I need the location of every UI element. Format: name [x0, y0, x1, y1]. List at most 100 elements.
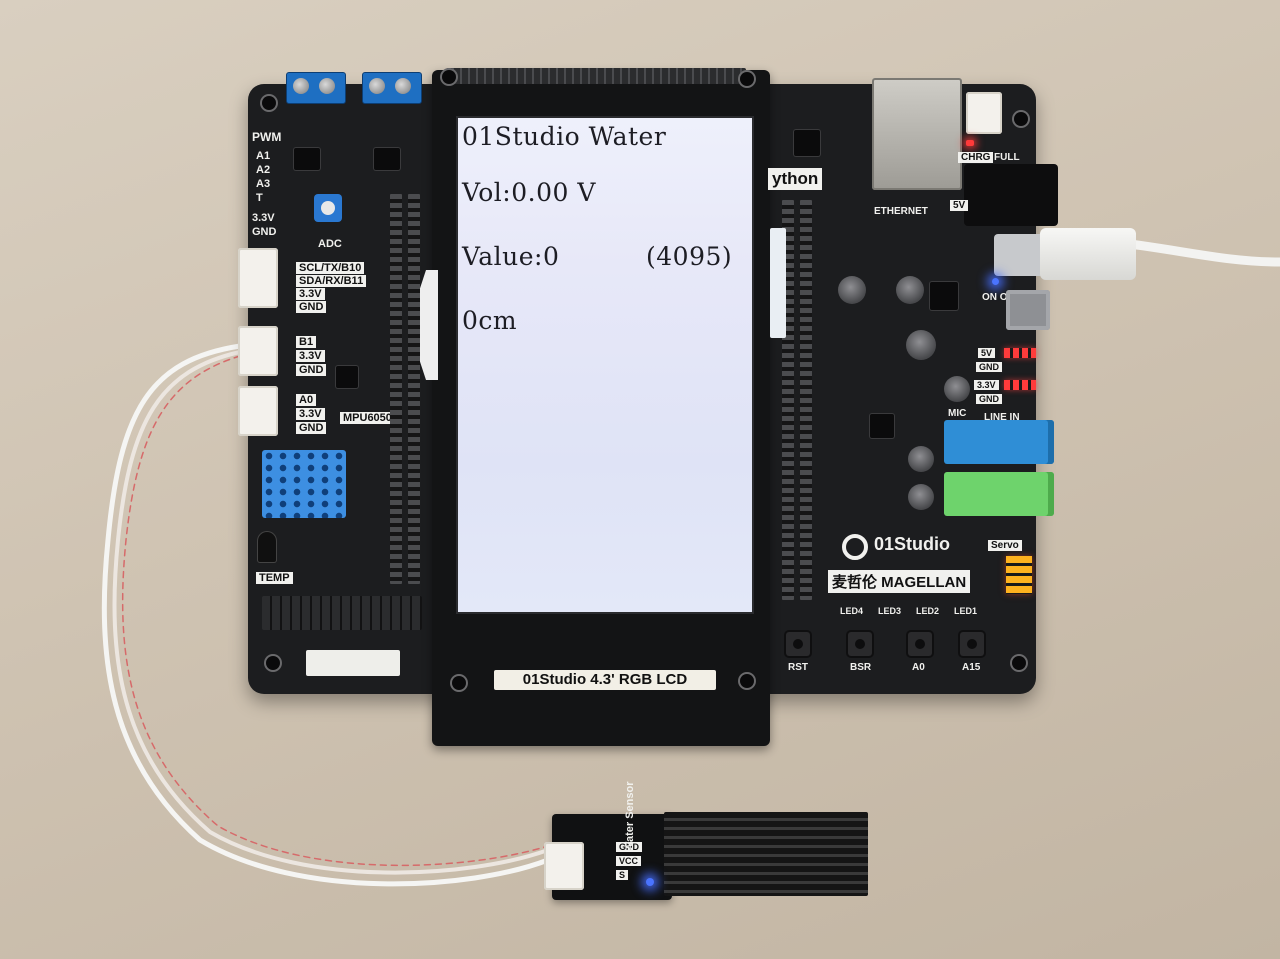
a15-button[interactable] [960, 632, 984, 656]
power-switch[interactable] [1006, 290, 1050, 330]
screw-hole [740, 674, 754, 688]
lcd-raw-value: (4095) [646, 242, 733, 271]
capacitor [908, 484, 934, 510]
sensor-pin-label: GND [616, 842, 642, 852]
lcd-screen: 01Studio Water Vol:0.00 V Value:0 (4095)… [456, 116, 754, 614]
power-label: GND [976, 362, 1002, 372]
brand-label: 01Studio [874, 534, 951, 554]
button-label: RST [788, 662, 808, 673]
reset-button[interactable] [786, 632, 810, 656]
dc-jack[interactable] [964, 164, 1058, 226]
flex-cable [770, 228, 786, 338]
capacitor [906, 330, 936, 360]
jst-connector-sensor[interactable] [238, 326, 278, 376]
water-sensor-traces [664, 812, 868, 896]
full-label: FULL [994, 152, 1020, 163]
red-header [1004, 380, 1036, 390]
usb-cable [1125, 239, 1280, 267]
audio-codec [870, 414, 894, 438]
power-led [992, 278, 999, 285]
header-label: 3.3V [296, 408, 325, 420]
model-label: 麦哲伦 MAGELLAN [828, 570, 971, 593]
ethernet-jack[interactable] [872, 78, 962, 190]
button-label: A0 [912, 662, 925, 673]
pwm-label: PWM [252, 130, 282, 144]
sensor-cable-white-2 [112, 350, 550, 875]
bottom-header [262, 596, 422, 630]
jst-connector[interactable] [238, 248, 278, 308]
charge-led [966, 140, 974, 146]
button-label: A15 [962, 662, 981, 673]
capacitor [908, 446, 934, 472]
temp-label: TEMP [256, 572, 293, 584]
boot-button[interactable] [848, 632, 872, 656]
dht11-sensor [262, 450, 346, 518]
sensor-jst-connector[interactable] [544, 842, 584, 890]
jst-connector[interactable] [238, 386, 278, 436]
mcu-chip [794, 130, 820, 156]
screw-hole [740, 72, 754, 86]
lcd-voltage: Vol:0.00 V [462, 178, 596, 207]
motor-driver-ic [374, 148, 400, 170]
capacitor [896, 276, 924, 304]
potentiometer [314, 194, 342, 222]
mount-hole [1012, 656, 1026, 670]
pin-header [408, 194, 420, 584]
screw-terminal [362, 72, 422, 104]
line-in-jack[interactable] [944, 420, 1054, 464]
brand-logo-icon [842, 534, 868, 560]
adc-label: ADC [318, 238, 342, 250]
battery-connector[interactable] [966, 92, 1002, 134]
adc-label: GND [252, 226, 277, 238]
header-label: GND [296, 301, 327, 313]
a0-button[interactable] [908, 632, 932, 656]
capacitor [838, 276, 866, 304]
header-label: A0 [296, 394, 317, 406]
sensor-cable-white [101, 343, 551, 887]
on-off-label: ON OFF [982, 292, 1020, 303]
adc-label: A1 [256, 150, 271, 162]
adc-label: A2 [256, 164, 271, 176]
fpc-connector [306, 650, 400, 676]
inductor [930, 282, 958, 310]
power-label: GND [976, 394, 1002, 404]
sensor-pin-label: S [616, 870, 629, 880]
header-label: 3.3V [296, 288, 325, 300]
header-label: GND [296, 364, 327, 376]
mount-hole [262, 96, 276, 110]
motor-driver-ic [294, 148, 320, 170]
chrg-label: CHRG [958, 152, 994, 163]
servo-header [1006, 556, 1032, 594]
adc-label: A3 [256, 178, 271, 190]
led-label: LED4 [840, 606, 864, 616]
sensor-title: Water Sensor [624, 781, 636, 852]
mount-hole [266, 656, 280, 670]
adc-label: T [256, 192, 263, 204]
servo-label: Servo [988, 540, 1022, 551]
button-label: BSR [850, 662, 872, 673]
usb-c-plug [1040, 228, 1136, 280]
header-label: B1 [296, 336, 317, 348]
5v-label: 5V [950, 200, 969, 211]
mpu6050-label: MPU6050 [340, 412, 395, 424]
screw-hole [452, 676, 466, 690]
led-label: LED2 [916, 606, 940, 616]
power-label: 5V [978, 348, 996, 358]
lcd-value: Value:0 [462, 242, 560, 271]
header-label: GND [296, 422, 327, 434]
led-label: LED1 [954, 606, 978, 616]
mic-label: MIC [948, 408, 967, 419]
headphone-jack[interactable] [944, 472, 1054, 516]
mpu6050-chip [336, 366, 358, 388]
sensor-cable-red-stripe [121, 355, 549, 867]
header-label: SDA/RX/B11 [296, 275, 367, 287]
sensor-power-led [646, 878, 654, 886]
python-label: ython [768, 168, 823, 190]
lcd-model-label: 01Studio 4.3' RGB LCD [494, 670, 716, 690]
lcd-distance: 0cm [462, 306, 518, 335]
usb-c-port[interactable] [994, 234, 1048, 276]
line-in-label: LINE IN [984, 412, 1020, 423]
lcd-header-pins [446, 68, 746, 84]
